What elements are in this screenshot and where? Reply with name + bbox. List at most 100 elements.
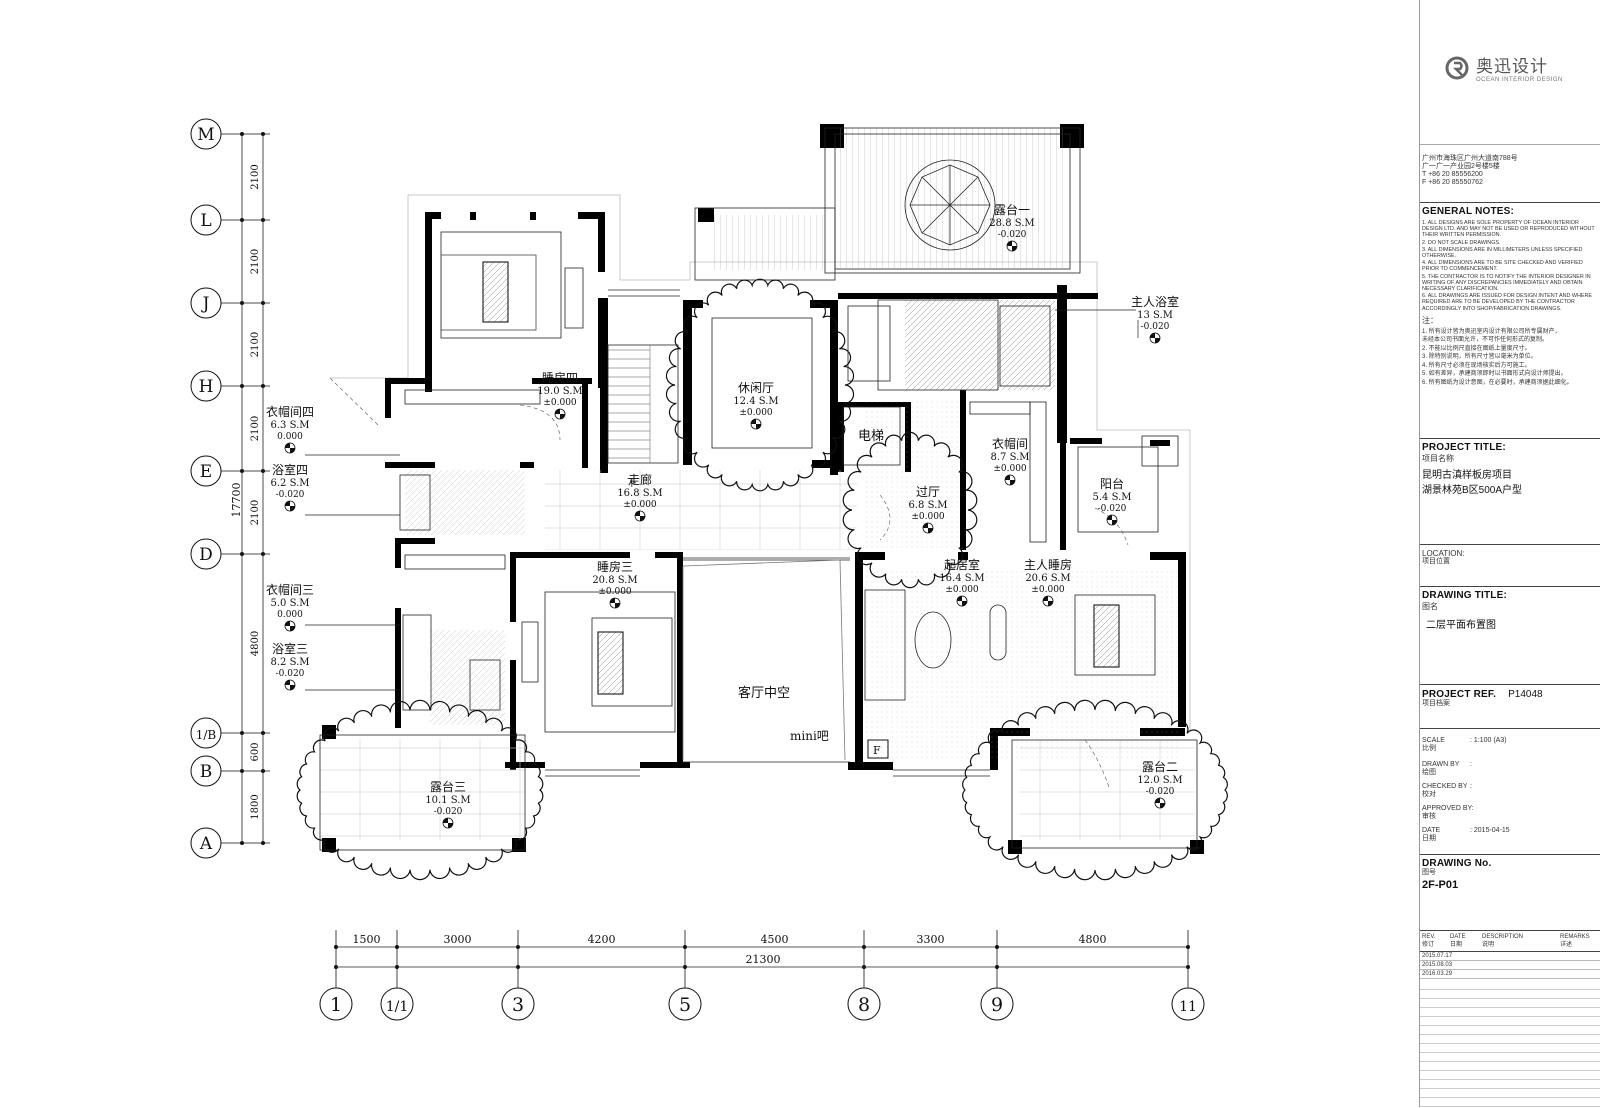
revision-header: DESCRIPTION <box>1482 934 1524 940</box>
project-title-label: PROJECT TITLE: <box>1422 442 1506 453</box>
revision-blank-row <box>1420 1026 1600 1035</box>
column-axis-label: 5 <box>679 994 691 1016</box>
general-notes-title: GENERAL NOTES: <box>1422 206 1515 217</box>
room-area: 6.8 S.M <box>909 500 948 511</box>
room-level: -0.020 <box>434 807 463 817</box>
row-axis-label: E <box>200 462 212 482</box>
room-level: ±0.000 <box>993 464 1027 474</box>
room-level: ±0.000 <box>911 512 945 522</box>
level-marker-icon <box>554 408 566 420</box>
level-marker-icon <box>1042 595 1054 607</box>
room-name: 休闲厅 <box>738 381 774 395</box>
level-marker-icon <box>284 620 296 632</box>
date-label: DATE <box>1422 827 1441 834</box>
row-axis-marker: L <box>190 204 270 236</box>
level-marker-icon <box>634 510 646 522</box>
approved-by-row: APPROVED BY: 审核 <box>1422 805 1474 821</box>
scale-row: SCALE 比例 <box>1422 737 1445 753</box>
checked-by-label: CHECKED BY <box>1422 783 1468 790</box>
vertical-dimension-value: 2100 <box>250 164 261 189</box>
note-cn: 2. 不能以比例尺直接在图纸上量度尺寸。 <box>1422 345 1531 352</box>
level-marker-icon <box>750 418 762 430</box>
horizontal-dimension-value: 1500 <box>353 933 381 946</box>
column-axis-label: 11 <box>1179 999 1197 1015</box>
note-en: 1. ALL DESIGNS ARE SOLE PROPERTY OF OCEA… <box>1422 220 1595 239</box>
column-axis-label: 3 <box>512 994 524 1016</box>
room-area: 12.4 S.M <box>733 396 778 407</box>
vertical-total-dimension: 17700 <box>230 483 243 518</box>
revision-blank-row <box>1420 990 1600 999</box>
row-axis-marker: 1/B <box>190 717 270 749</box>
minibar-label: mini吧 <box>790 729 829 743</box>
drawing-title-cn: 图名 <box>1422 602 1438 611</box>
room-area: 6.2 S.M <box>271 478 310 489</box>
note-cn: 5. 如有差异，承建商须即时以书面形式向设计师提出。 <box>1422 371 1567 378</box>
level-marker-icon <box>284 500 296 512</box>
room-level: ±0.000 <box>945 585 979 595</box>
row-axis-label: A <box>199 834 213 854</box>
room-level: ±0.000 <box>1031 585 1065 595</box>
level-marker-icon <box>284 679 296 691</box>
revision-blank-row <box>1420 1008 1600 1017</box>
room-name: 起居室 <box>944 557 980 572</box>
f-mark: F <box>873 744 881 757</box>
drawing-info-section: SCALE 比例 : 1:100 (A3) DRAWN BY 绘图 : CHEC… <box>1420 728 1600 855</box>
drawing-title: 二层平面布置图 <box>1426 620 1496 631</box>
note-cn: 4. 所有尺寸必须在现场核实后方可施工。 <box>1422 362 1531 369</box>
horizontal-dimension-value: 3300 <box>917 933 945 946</box>
horizontal-dimension-value: 4800 <box>1079 933 1107 946</box>
drawing-no-label: DRAWING No. <box>1422 858 1492 869</box>
note-cn: 6. 所有图纸为设计意图，在必要时，承建商须据此细化。 <box>1422 379 1573 386</box>
level-marker-icon <box>284 442 296 454</box>
room-level: -0.020 <box>1146 787 1175 797</box>
note-en: 5. THE CONTRACTOR IS TO NOTIFY THE INTER… <box>1422 273 1591 293</box>
room-level: ±0.000 <box>623 500 657 510</box>
room-area: 8.2 S.M <box>271 657 310 668</box>
note-en: 4. ALL DIMENSIONS ARE TO BE SITE CHECKED… <box>1422 260 1583 273</box>
revision-blank-row <box>1420 1089 1600 1098</box>
room-area: 6.3 S.M <box>271 420 310 431</box>
logo-icon <box>1445 56 1469 79</box>
approved-by-label: APPROVED BY: <box>1422 805 1474 812</box>
column-axis-marker: 11 <box>1171 930 1205 1021</box>
horizontal-dimension-value: 4500 <box>761 933 789 946</box>
row-axis-marker: J <box>190 287 270 319</box>
column-axis-label: 8 <box>858 994 870 1016</box>
room-area: 19.0 S.M <box>537 386 582 397</box>
company-logo: 奥迅设计 OCEAN INTERIOR DESIGN <box>1444 52 1563 83</box>
room-name: 露台一 <box>994 202 1030 217</box>
row-axis-label: B <box>200 762 213 782</box>
level-marker-icon <box>1006 240 1018 252</box>
note-cn: 1. 所有设计皆为奥迅室内设计有限公司所专属财产， <box>1422 328 1561 335</box>
room-area: 28.8 S.M <box>989 218 1034 229</box>
vertical-dimension-value: 2100 <box>250 416 261 441</box>
revision-header: REV. <box>1422 934 1436 940</box>
revision-blank-row <box>1420 1044 1600 1053</box>
horizontal-dimension-value: 4200 <box>588 933 616 946</box>
level-marker-icon <box>1149 332 1161 344</box>
scale-label: SCALE <box>1422 737 1445 744</box>
revision-clouds <box>296 278 1228 881</box>
drawing-no-value: 2F-P01 <box>1422 879 1459 891</box>
level-marker-icon <box>1106 514 1118 526</box>
room-name: 睡房四 <box>542 370 578 385</box>
column-axis-marker: 3 <box>501 930 535 1021</box>
room-name: 睡房三 <box>597 559 633 574</box>
revision-blank-row <box>1420 1098 1600 1107</box>
room-name: 浴室四 <box>272 462 308 477</box>
address-line: 广一广一产业园2号楼5楼 <box>1422 163 1500 170</box>
room-level: -0.020 <box>998 230 1027 240</box>
dashed-lines <box>329 377 1129 791</box>
room-name: 衣帽间四 <box>266 404 314 419</box>
elevator-label: 电梯 <box>858 429 884 444</box>
room-name: 衣帽间 <box>992 436 1028 451</box>
